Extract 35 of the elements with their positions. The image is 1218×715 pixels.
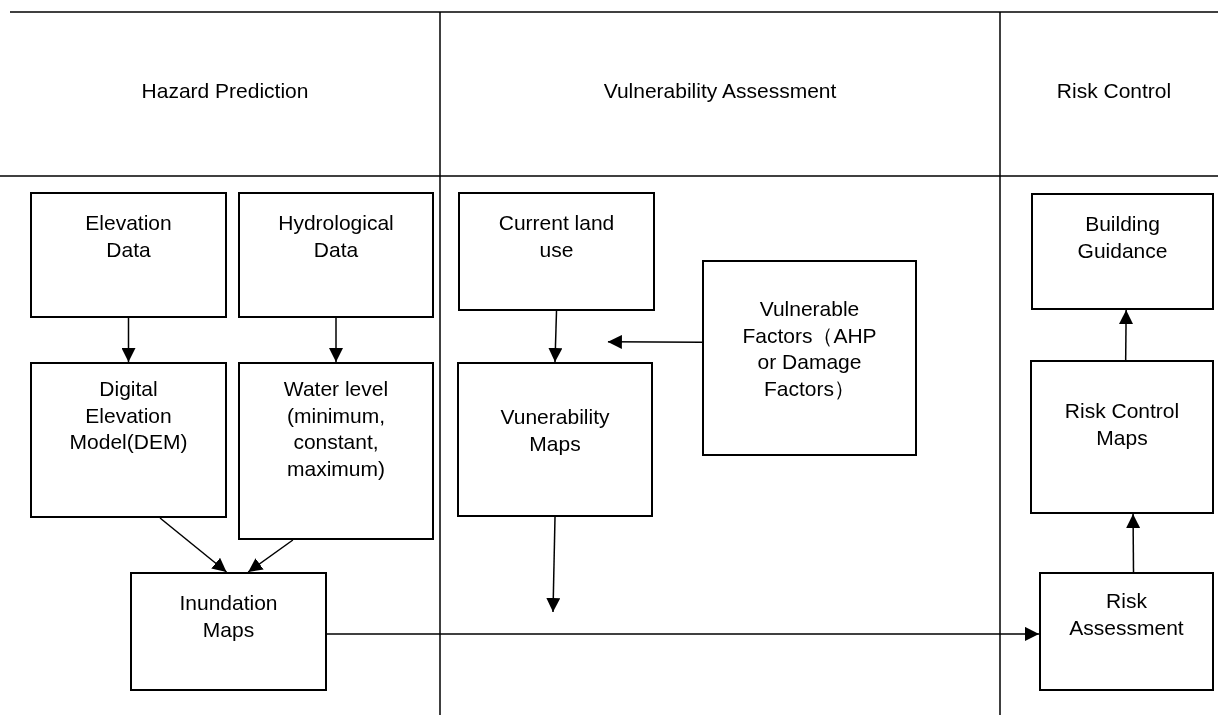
process-box: [1031, 193, 1214, 310]
arrow: [548, 310, 563, 363]
process-box: [1030, 360, 1214, 514]
process-box: [238, 362, 434, 540]
process-box: [458, 192, 655, 311]
column-header: Risk Control: [1056, 79, 1172, 103]
box-label: Digital Elevation Model(DEM): [68, 376, 189, 456]
box-label: Vunerability Maps: [499, 404, 611, 457]
arrow: [1119, 309, 1134, 361]
arrow: [546, 516, 561, 613]
arrow: [159, 517, 228, 573]
column-header: Hazard Prediction: [141, 79, 309, 103]
box-label: Current land use: [497, 210, 616, 263]
process-box: [238, 192, 434, 318]
box-label: Risk Assessment: [1068, 588, 1185, 641]
arrow: [326, 626, 1040, 641]
process-box: [702, 260, 917, 456]
arrow: [329, 317, 343, 363]
box-label: Elevation Data: [84, 210, 173, 263]
arrow: [121, 317, 136, 363]
box-label: Building Guidance: [1076, 211, 1169, 264]
box-label: Water level (minimum, constant, maximum): [282, 376, 390, 482]
process-box: [1039, 572, 1214, 691]
process-box: [30, 362, 227, 518]
arrow: [1126, 513, 1141, 573]
box-label: Vulnerable Factors（AHP or Damage Factors）: [741, 296, 878, 402]
box-label: Inundation Maps: [178, 590, 279, 643]
box-label: Risk Control Maps: [1063, 398, 1181, 451]
process-box: [30, 192, 227, 318]
arrow: [247, 539, 294, 573]
column-header: Vulnerability Assessment: [603, 79, 837, 103]
process-box: [457, 362, 653, 517]
arrow: [607, 334, 703, 349]
process-box: [130, 572, 327, 691]
box-label: Hydrological Data: [277, 210, 395, 263]
